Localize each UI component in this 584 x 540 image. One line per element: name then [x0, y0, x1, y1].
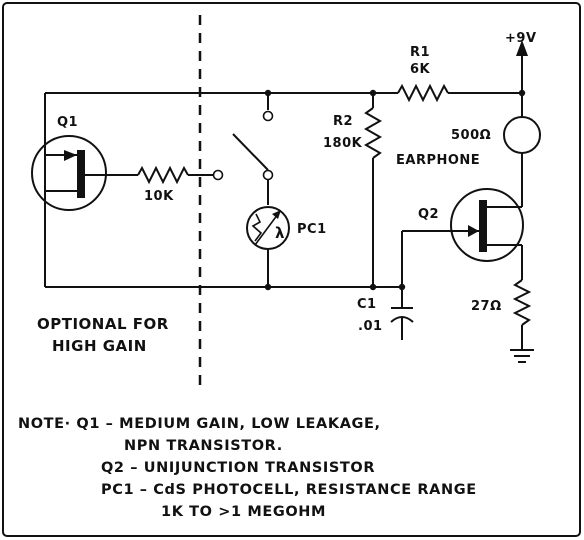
pc1-lambda-label: λ — [275, 224, 285, 242]
resistor-r2: R2 180K — [323, 93, 383, 287]
r2-name-label: R2 — [333, 114, 353, 129]
resistor-10k: 10K — [137, 165, 213, 204]
pc1-name-label: PC1 — [297, 222, 327, 237]
note-line-4: PC1 – CdS PHOTOCELL, RESISTANCE RANGE — [101, 482, 477, 498]
gain-switch — [212, 93, 274, 205]
supply-label: +9V — [505, 31, 537, 46]
optional-label-line1: OPTIONAL FOR — [37, 315, 169, 333]
transistor-q2: Q2 — [402, 188, 524, 280]
notes-block: NOTE· Q1 – MEDIUM GAIN, LOW LEAKAGE, NPN… — [18, 416, 477, 520]
r1-name-label: R1 — [410, 45, 430, 60]
optional-label-line2: HIGH GAIN — [52, 337, 147, 355]
r2-value-label: 180K — [323, 136, 363, 151]
resistor-27: 27Ω — [471, 279, 532, 350]
earphone-value-label: 500Ω — [451, 128, 491, 143]
capacitor-c1: C1 .01 — [357, 231, 414, 340]
ground-symbol — [510, 349, 534, 363]
q2-label: Q2 — [418, 207, 439, 222]
earphone-name-label: EARPHONE — [396, 153, 480, 168]
note-line-5: 1K TO >1 MEGOHM — [161, 504, 326, 520]
note-line-2: NPN TRANSISTOR. — [124, 438, 283, 454]
r-bottom-label: 27Ω — [471, 299, 502, 314]
photocell-pc1: λ PC1 — [246, 206, 327, 287]
q1-base-resistor-label: 10K — [144, 189, 174, 204]
note-line-1: NOTE· Q1 – MEDIUM GAIN, LOW LEAKAGE, — [18, 416, 381, 432]
c1-name-label: C1 — [357, 297, 377, 312]
bottom-rail — [45, 283, 406, 291]
note-line-3: Q2 – UNIJUNCTION TRANSISTOR — [101, 460, 375, 476]
supply-terminal: +9V — [505, 31, 537, 93]
resistor-r1: R1 6K — [397, 45, 449, 103]
q1-label: Q1 — [57, 115, 78, 130]
c1-value-label: .01 — [358, 319, 383, 334]
earphone: 500Ω EARPHONE — [396, 93, 541, 198]
transistor-q1: Q1 — [31, 93, 138, 287]
r1-value-label: 6K — [410, 62, 431, 77]
top-rail — [45, 89, 526, 97]
